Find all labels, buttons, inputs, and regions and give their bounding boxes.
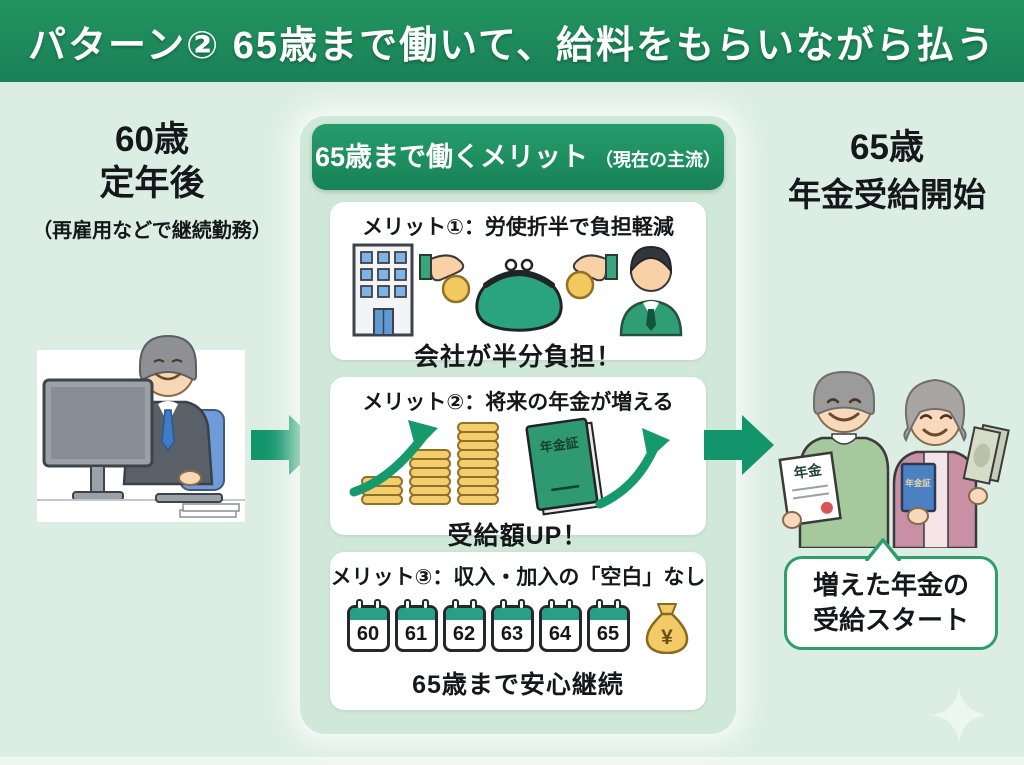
merit1-icon-row bbox=[352, 243, 683, 337]
bottom-strip bbox=[0, 757, 1024, 765]
hand-giving-coin-right-icon bbox=[565, 254, 618, 300]
worker-at-desk-illustration bbox=[37, 334, 245, 522]
office-building-icon bbox=[352, 243, 414, 337]
merit1-icons bbox=[348, 241, 688, 337]
bubble-line1: 増えた年金の bbox=[812, 569, 969, 600]
calendar-62-icon: 62 bbox=[442, 598, 486, 652]
merit2-icons: 年金証 bbox=[348, 416, 688, 516]
left-status: 定年後 bbox=[99, 163, 205, 203]
calendar-64-icon: 64 bbox=[538, 598, 582, 652]
right-stage-label: 65歳 年金受給開始 bbox=[756, 126, 1018, 215]
calendar-60-icon: 60 bbox=[346, 598, 390, 652]
left-age: 60歳 bbox=[115, 120, 189, 159]
pension-book-label: 年金証 bbox=[539, 435, 580, 455]
merit1-caption: 会社が半分負担！ bbox=[413, 343, 622, 371]
coin-stacks-icon bbox=[361, 422, 499, 505]
left-note: （再雇用などで継続勤務） bbox=[32, 219, 272, 242]
panel-header-note: （現在の主流） bbox=[595, 150, 722, 170]
panel-header-title: 65歳まで働くメリット bbox=[314, 142, 589, 172]
right-status: 年金受給開始 bbox=[788, 175, 986, 213]
bubble-line2: 受給スタート bbox=[812, 605, 969, 635]
left-stage-label: 60歳 定年後 （再雇用などで継続勤務） bbox=[8, 118, 296, 243]
merits-panel-header: 65歳まで働くメリット （現在の主流） bbox=[312, 124, 724, 190]
pension-book-blue-icon: 年金証 bbox=[900, 462, 937, 525]
elderly-woman-figure: 年金証 bbox=[892, 378, 1010, 548]
red-seal-icon bbox=[820, 501, 833, 514]
calendar-65-icon: 65 bbox=[586, 598, 630, 652]
money-bag-icon: ¥ bbox=[645, 603, 688, 654]
merit3-title: メリット③：収入・加入の「空白」なし bbox=[330, 566, 706, 589]
calendar-61-icon: 61 bbox=[394, 598, 438, 652]
blue-book-label: 年金証 bbox=[905, 478, 931, 488]
computer-monitor-icon bbox=[42, 378, 154, 501]
flow-arrow-right-icon bbox=[704, 415, 774, 475]
pension-certificate-icon: 年金 bbox=[778, 451, 842, 527]
pension-start-bubble: 増えた年金の 受給スタート bbox=[784, 538, 998, 650]
elderly-man-figure: 年金 bbox=[778, 370, 890, 548]
papers-icon bbox=[179, 503, 240, 518]
page-title: パターン② 65歳まで働いて、給料をもらいながら払う bbox=[27, 24, 997, 67]
employee-icon bbox=[619, 245, 683, 337]
banknotes-icon bbox=[962, 423, 1010, 485]
merits-panel: 65歳まで働くメリット （現在の主流） メリット①：労使折半で負担軽減 bbox=[300, 116, 736, 734]
keyboard-icon bbox=[37, 493, 245, 503]
yen-symbol: ¥ bbox=[661, 626, 673, 649]
title-banner: パターン② 65歳まで働いて、給料をもらいながら払う bbox=[0, 0, 1024, 82]
coin-purse-icon bbox=[475, 258, 563, 332]
merit-card-2: メリット②：将来の年金が増える bbox=[330, 377, 706, 550]
calendar-row: 60 61 62 63 bbox=[346, 598, 690, 654]
right-age: 65歳 bbox=[850, 128, 924, 167]
bubble-tail-icon bbox=[864, 538, 902, 561]
merit3-icons: 60 61 62 63 bbox=[346, 591, 690, 665]
merit2-title: メリット②：将来の年金が増える bbox=[362, 391, 674, 414]
pension-book-icon: 年金証 bbox=[525, 417, 605, 516]
growth-arrow2-icon bbox=[595, 428, 670, 509]
calendar-63-icon: 63 bbox=[490, 598, 534, 652]
merit2-caption: 受給額UP！ bbox=[447, 522, 589, 550]
merit3-caption: 65歳まで安心継続 bbox=[412, 671, 624, 699]
sparkle-icon bbox=[931, 687, 987, 743]
merit-card-3: メリット③：収入・加入の「空白」なし 60 61 62 bbox=[330, 552, 706, 710]
growth-arrow-icon bbox=[349, 420, 438, 497]
merit2-icon-row: 年金証 bbox=[349, 417, 670, 516]
certificate-label: 年金 bbox=[793, 461, 824, 481]
merit1-title: メリット①：労使折半で負担軽減 bbox=[362, 216, 674, 239]
retired-couple-illustration: 年金 年金証 bbox=[778, 370, 1010, 548]
hand-giving-coin-left-icon bbox=[419, 254, 471, 304]
merit-card-1: メリット①：労使折半で負担軽減 bbox=[330, 202, 706, 371]
